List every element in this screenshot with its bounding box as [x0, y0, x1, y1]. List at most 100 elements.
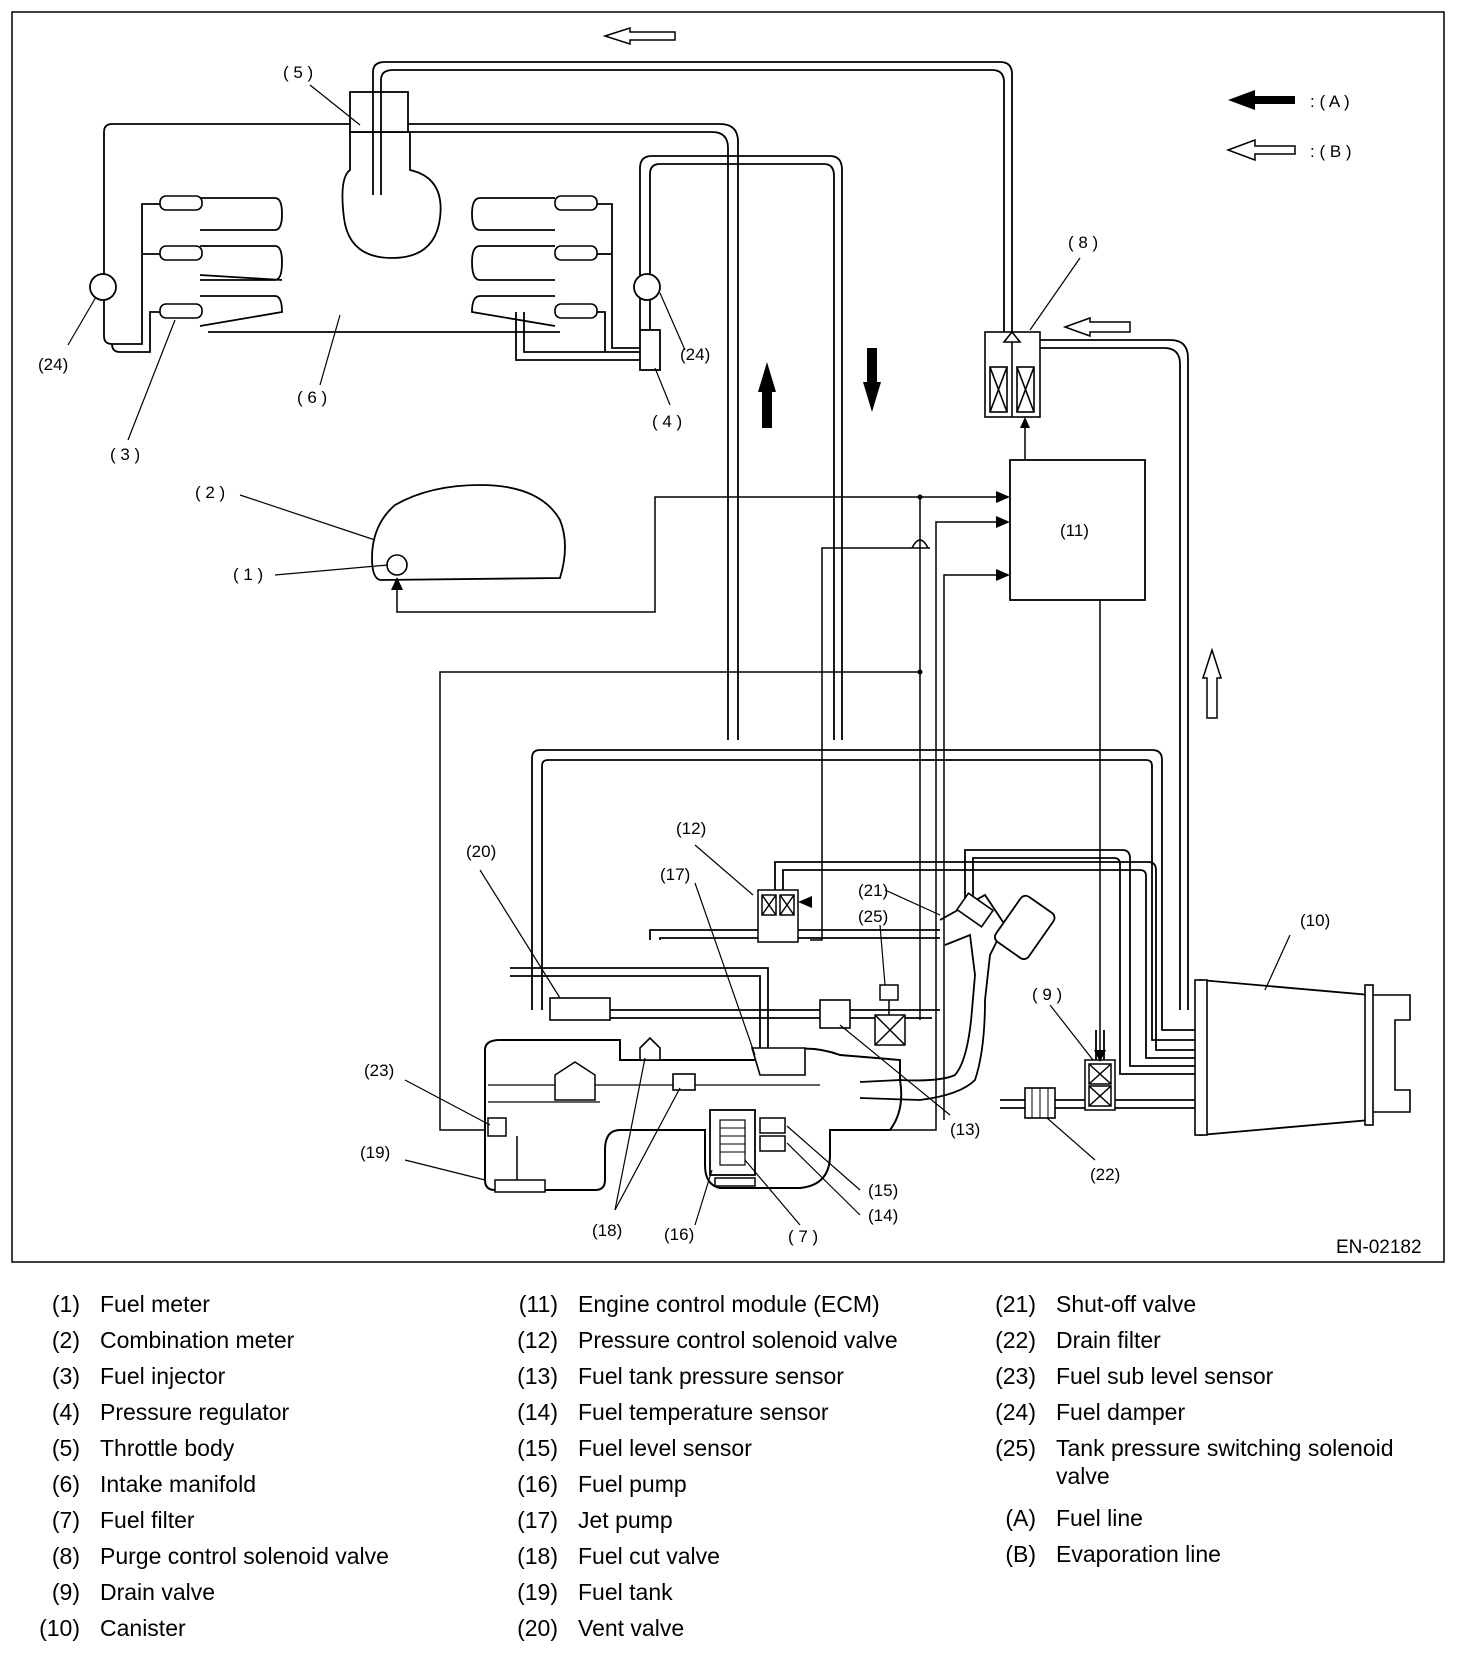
fuel-flow-arrow-down	[863, 348, 881, 412]
legend-number: (9)	[51, 1579, 80, 1605]
legend-row: (18)Fuel cut valve	[478, 1542, 958, 1578]
legend-number: (17)	[517, 1507, 558, 1533]
purge-line	[372, 61, 1189, 1010]
callout-9: ( 9 )	[1032, 985, 1062, 1004]
legend-row: (5) Throttle body	[0, 1434, 480, 1470]
legend-number: (22)	[995, 1327, 1036, 1353]
filler-neck-inner	[859, 933, 976, 1083]
callout-7: ( 7 )	[788, 1227, 818, 1246]
evaporation-flow-arrow-purge	[1062, 316, 1131, 338]
legend-number: (8)	[51, 1543, 80, 1569]
tank-pressure-switching-solenoid-valve	[874, 984, 906, 1046]
callout-20: (20)	[466, 842, 496, 861]
callout-23: (23)	[364, 1061, 394, 1080]
legend-number: (11)	[518, 1291, 558, 1317]
legend-row: (13)Fuel tank pressure sensor	[478, 1362, 958, 1398]
callouts: ( 5 ) (24) ( 3 ) ( 6 ) (24) ( 4 ) ( 2 ) …	[38, 63, 1330, 1246]
callout-22: (22)	[1090, 1165, 1120, 1184]
legend-row: (4) Pressure regulator	[0, 1398, 480, 1434]
fuel-level-sensor	[759, 1117, 786, 1134]
legend-row: (20)Vent valve	[478, 1614, 958, 1650]
legend-number: (5)	[51, 1435, 80, 1461]
wire-junction-1	[917, 494, 923, 500]
legend-row: (16)Fuel pump	[478, 1470, 958, 1506]
fuel-flow-arrow-up	[758, 362, 776, 428]
arrow-icon-ecm-3	[996, 569, 1010, 581]
callout-25: (25)	[858, 907, 888, 926]
legend-number: (3)	[51, 1363, 80, 1389]
legend-number: (10)	[39, 1615, 80, 1641]
purge-control-solenoid-valve	[984, 330, 1041, 418]
combination-meter	[371, 484, 566, 581]
callout-10: (10)	[1300, 911, 1330, 930]
legend-row: (24)Fuel damper	[956, 1398, 1456, 1434]
legend-text: Throttle body	[100, 1435, 235, 1461]
legend-row: (11)Engine control module (ECM)	[478, 1290, 958, 1326]
legend-row: (1)Fuel meter	[0, 1290, 480, 1326]
callout-16: (16)	[664, 1225, 694, 1244]
wire-junction-2	[917, 669, 923, 675]
legend-number: (B)	[1005, 1541, 1036, 1567]
legend-number: (4)	[51, 1399, 80, 1425]
canister-flange-right	[1364, 984, 1374, 1126]
legend-number: (19)	[517, 1579, 558, 1605]
legend-row: (23)Fuel sub level sensor	[956, 1362, 1456, 1398]
legend-number: (2)	[51, 1327, 80, 1353]
jet-pump	[750, 1047, 806, 1076]
shut-off-valve	[955, 892, 995, 928]
legend-row: (14)Fuel temperature sensor	[478, 1398, 958, 1434]
legend-text: Combination meter	[100, 1327, 295, 1353]
callout-leaders	[67, 84, 1291, 1226]
legend-text: Pressure regulator	[100, 1399, 290, 1425]
fuel-line-arrow-icon	[1228, 90, 1295, 110]
fuel-sub-level-sensor	[487, 1117, 507, 1137]
legend-row: (9)Drain valve	[0, 1578, 480, 1614]
fuel-meter	[386, 554, 408, 576]
legend-text: Fuel injector	[100, 1363, 226, 1389]
fuel-rail-left	[103, 123, 739, 740]
fuel-system-diagram: : ( A ) : ( B )	[11, 11, 1445, 1263]
drain-valve	[1084, 1059, 1116, 1111]
legend-text: Fuel cut valve	[578, 1543, 720, 1569]
fuel-damper-left	[89, 273, 117, 301]
flow-key: : ( A ) : ( B )	[1225, 90, 1352, 162]
legend-number: (21)	[995, 1291, 1036, 1317]
callout-6: ( 6 )	[297, 388, 327, 407]
legend-number: (24)	[995, 1399, 1036, 1425]
fuel-cut-valve-1	[639, 1036, 661, 1061]
legend-text: Fuel pump	[578, 1471, 687, 1497]
legend-row: (12)Pressure control solenoid valve	[478, 1326, 958, 1362]
legend-number: (6)	[51, 1471, 80, 1497]
pressure-regulator	[639, 329, 661, 371]
legend-text: Pressure control solenoid valve	[578, 1327, 898, 1353]
legend-column-2: (11)Engine control module (ECM) (12)Pres…	[478, 1290, 958, 1650]
callout-24-right: (24)	[680, 345, 710, 364]
fuel-filter	[719, 1119, 746, 1166]
engine-control-module	[1009, 459, 1146, 601]
legend-row: (19)Fuel tank	[478, 1578, 958, 1614]
fuel-cut-valve-2	[672, 1073, 696, 1091]
callout-15: (15)	[868, 1181, 898, 1200]
filler-neck	[859, 893, 1007, 1101]
pressure-control-solenoid-valve	[757, 889, 799, 943]
fuel-tank-pressure-sensor	[819, 999, 851, 1029]
legend-row: (15)Fuel level sensor	[478, 1434, 958, 1470]
canister-flange-left	[1194, 979, 1208, 1136]
evaporation-flow-arrow-up	[1201, 647, 1223, 719]
callout-4: ( 4 )	[652, 412, 682, 431]
legend-number: (7)	[51, 1507, 80, 1533]
legend-row: (25)Tank pressure switching solenoid val…	[956, 1434, 1456, 1504]
callout-11: (11)	[1060, 521, 1089, 540]
callout-12: (12)	[676, 819, 706, 838]
legend-number: (20)	[517, 1615, 558, 1641]
legend-row: (B)Evaporation line	[956, 1540, 1456, 1576]
legend-text: Purge control solenoid valve	[100, 1543, 389, 1569]
legend-number: (15)	[517, 1435, 558, 1461]
key-a-label: : ( A )	[1310, 92, 1350, 111]
legend-column-1: (1)Fuel meter (2) Combination meter (3) Fu…	[0, 1290, 480, 1650]
callout-3: ( 3 )	[110, 445, 140, 464]
baffle	[554, 1061, 596, 1101]
legend-text: Tank pressure switching solenoid valve	[1056, 1435, 1394, 1489]
legend-row: (22)Drain filter	[956, 1326, 1456, 1362]
diagram-code: EN-02182	[1336, 1237, 1422, 1258]
